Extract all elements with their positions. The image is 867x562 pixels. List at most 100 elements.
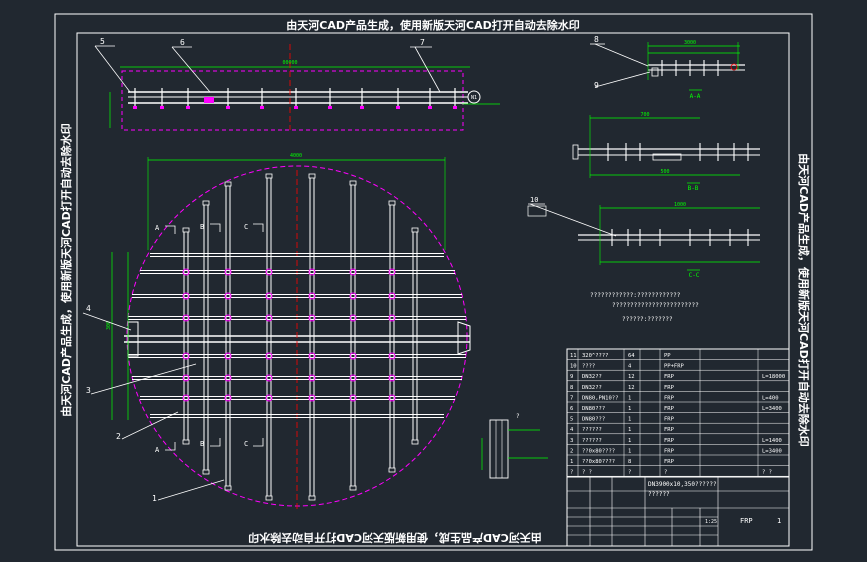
bom-cell: 4 bbox=[570, 427, 574, 433]
marker-b-top bbox=[210, 223, 221, 232]
bom-cell: FRP bbox=[664, 459, 675, 465]
callout-10-box bbox=[527, 205, 547, 217]
aa-end-circle bbox=[730, 63, 738, 71]
bom-cell: FRP bbox=[664, 438, 675, 444]
bom-cell: DN32?? bbox=[582, 385, 602, 391]
elevation-post-foot bbox=[453, 106, 457, 109]
bom-cell: 12 bbox=[628, 385, 635, 391]
cc-label: C-C bbox=[689, 272, 700, 279]
elevation-post-foot bbox=[328, 106, 332, 109]
bom-cell: L=3400 bbox=[762, 406, 782, 412]
note-line-3: ??????:??????? bbox=[622, 316, 673, 323]
title-block: DN3900x10,350?????? ?????? FRP 1 1:25 bbox=[566, 476, 790, 547]
cc-posts bbox=[611, 229, 749, 246]
inlet-flange-right bbox=[457, 321, 471, 355]
pipe-node bbox=[224, 352, 232, 360]
detail-view: ? bbox=[481, 413, 548, 479]
watermark-top: 由天河CAD产品生成，使用新版天河CAD打开自动去除水印 bbox=[286, 18, 579, 32]
watermark-bottom: 由天河CAD产品生成，使用新版天河CAD打开自动去除水印 bbox=[248, 531, 541, 545]
watermark-left: 由天河CAD产品生成，使用新版天河CAD打开自动去除水印 bbox=[59, 123, 73, 416]
bom-cell: 9 bbox=[570, 374, 573, 380]
sheet-no: 1 bbox=[777, 517, 781, 525]
pipe-node bbox=[388, 268, 396, 276]
lateral-cap bbox=[349, 485, 357, 491]
bom-header-cell: ? bbox=[628, 470, 631, 476]
lateral-cap bbox=[411, 227, 419, 233]
plan-view: 4000 300 bbox=[106, 153, 471, 510]
pipe-node bbox=[349, 394, 357, 402]
elevation-post-foot bbox=[260, 106, 264, 109]
elevation-post-foot bbox=[360, 106, 364, 109]
bom-cell: PP bbox=[664, 353, 671, 359]
bom-cell: FRP bbox=[664, 417, 675, 423]
bom-cell: 1 bbox=[628, 395, 631, 401]
pipe-node bbox=[265, 292, 273, 300]
section-cc: 1000 C-C bbox=[578, 202, 760, 279]
bom-cell: DN32?? bbox=[582, 374, 602, 380]
lateral-cap bbox=[349, 180, 357, 186]
bom-cell: ?????? bbox=[582, 438, 602, 444]
bom-cell: 320^???? bbox=[582, 353, 609, 359]
inner-frame bbox=[76, 32, 790, 547]
bom-header-cell: ? bbox=[664, 470, 667, 476]
bom-cell: 10 bbox=[570, 364, 577, 370]
bom-cell: ?????? bbox=[582, 427, 602, 433]
bom-cell: 7 bbox=[570, 395, 573, 401]
lateral-cap bbox=[182, 227, 190, 233]
inlet-flange-left bbox=[127, 321, 139, 357]
lateral-cap bbox=[388, 200, 396, 206]
lateral-cap bbox=[388, 467, 396, 473]
bom-cell: 1 bbox=[628, 438, 631, 444]
bom-cell: 1 bbox=[628, 427, 631, 433]
elevation-post-foot bbox=[133, 106, 137, 109]
pipe-node bbox=[308, 352, 316, 360]
bom-header-cell: ? bbox=[570, 470, 573, 476]
bom-cell: L=400 bbox=[762, 395, 779, 401]
section-bb: 700 500 B-B bbox=[572, 112, 760, 192]
watermark-right: 由天河CAD产品生成，使用新版天河CAD打开自动去除水印 bbox=[797, 153, 811, 446]
bom-header-cell: ? ? bbox=[582, 470, 592, 476]
pipe-node bbox=[265, 352, 273, 360]
pipe-node bbox=[224, 314, 232, 322]
elevation-post-foot bbox=[186, 106, 190, 109]
leader-8 bbox=[594, 43, 649, 67]
bom-cell: DN80,PN10?? bbox=[582, 395, 618, 401]
lateral-cap bbox=[265, 495, 273, 501]
pipe-node bbox=[308, 268, 316, 276]
marker-c-top bbox=[253, 223, 264, 232]
bom-cell: 4 bbox=[628, 364, 632, 370]
marker-a-top-label: A bbox=[155, 224, 160, 232]
elevation-post-foot bbox=[226, 106, 230, 109]
lateral-cap bbox=[411, 439, 419, 445]
marker-b-top-label: B bbox=[200, 223, 204, 231]
bom-cell: 1 bbox=[628, 406, 631, 412]
marker-c-bot bbox=[253, 438, 264, 447]
lateral-cap bbox=[202, 469, 210, 475]
bb-block bbox=[652, 153, 682, 161]
pipe-node bbox=[224, 268, 232, 276]
elevation-outline-magenta bbox=[121, 70, 464, 131]
bom-cell: 8 bbox=[628, 459, 631, 465]
bom-cell: L=18000 bbox=[762, 374, 785, 380]
elevation-view: 00000 N1 bbox=[109, 44, 500, 131]
scale: 1:25 bbox=[705, 519, 717, 525]
lateral-cap bbox=[265, 173, 273, 179]
aa-dim-text: 3000 bbox=[684, 40, 696, 46]
bom-cell: L=3400 bbox=[762, 448, 782, 454]
pipe-node bbox=[308, 374, 316, 382]
note-line-2: ???????????????????????? bbox=[612, 302, 699, 309]
pipe-node bbox=[265, 394, 273, 402]
bom-cell: ??0x80???? bbox=[582, 448, 615, 454]
detail-label: ? bbox=[516, 413, 520, 420]
pipe-node bbox=[265, 374, 273, 382]
lateral-cap bbox=[224, 181, 232, 187]
plan-cross-pipes bbox=[128, 253, 466, 418]
pipe-node bbox=[308, 314, 316, 322]
pipe-node bbox=[308, 292, 316, 300]
marker-c-bot-label: C bbox=[244, 440, 248, 448]
aa-block bbox=[651, 67, 659, 77]
leader-10 bbox=[529, 203, 617, 237]
bom-cell: 12 bbox=[628, 374, 635, 380]
bom-cell: 8 bbox=[570, 385, 573, 391]
